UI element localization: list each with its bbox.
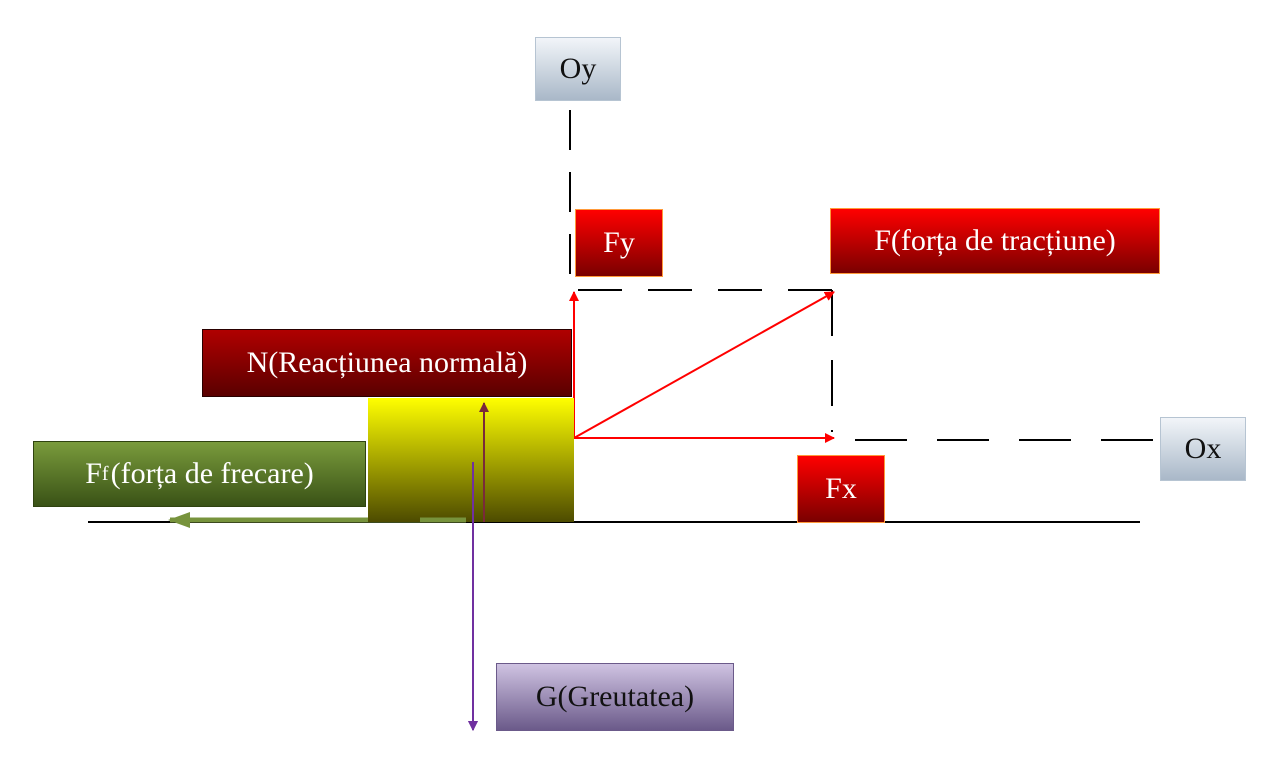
friction-subscript: f <box>101 462 109 485</box>
ox-label: Ox <box>1160 417 1246 481</box>
friction-symbol: F <box>85 457 102 490</box>
fx-label: Fx <box>797 455 885 523</box>
oy-label: Oy <box>535 37 621 101</box>
normal-reaction-label: N(Reacțiunea normală) <box>202 329 572 397</box>
traction-arrow <box>573 291 835 439</box>
traction-force-label: F(forța de tracțiune) <box>830 208 1160 274</box>
friction-text: (forța de frecare) <box>110 457 314 490</box>
fy-label: Fy <box>575 209 663 277</box>
block-body <box>368 398 574 522</box>
weight-label: G(Greutatea) <box>496 663 734 731</box>
